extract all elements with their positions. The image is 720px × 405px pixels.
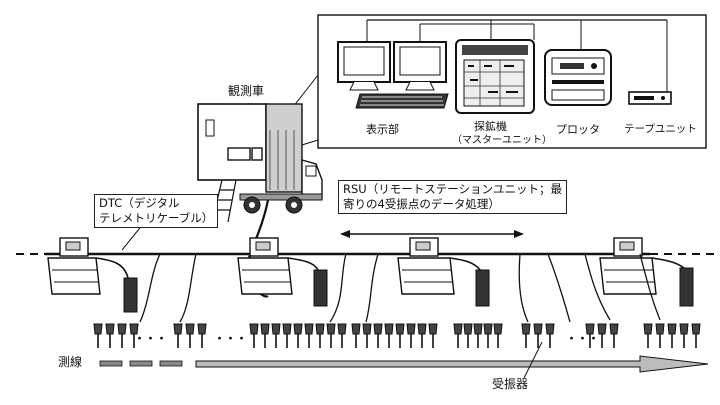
seismograph-sublabel: （マスターユニット）: [452, 135, 552, 146]
dtc-label-line2: テレメトリケーブル）: [99, 211, 214, 225]
tape-unit-label: テープユニット: [624, 123, 697, 135]
geophone: [197, 323, 207, 348]
geophone: [117, 323, 127, 348]
geophone: [533, 323, 543, 348]
geophone: [655, 323, 665, 348]
tape-unit: [628, 91, 672, 105]
geophone: [326, 323, 336, 348]
display-monitors: [337, 41, 449, 109]
geophone: [395, 323, 405, 348]
geophone: [473, 323, 483, 348]
geophone: [585, 323, 595, 348]
geophone: [129, 323, 139, 348]
geophone: [93, 323, 103, 348]
rsu-unit: [599, 237, 694, 307]
rsu-unit: [397, 237, 490, 307]
plotter-label: プロッタ: [556, 123, 600, 136]
rsu-label-line1: RSU（リモートステーションユニット；最: [343, 182, 562, 196]
rsu-unit: [237, 237, 328, 307]
geophone-leader: [523, 341, 543, 379]
geophone: [249, 323, 259, 348]
geophone: [679, 323, 689, 348]
rsu-range-arrow: [340, 230, 524, 238]
geophone: [384, 323, 394, 348]
geophone: [282, 323, 292, 348]
geophone: [337, 323, 347, 348]
vehicle-label: 観測車: [228, 84, 265, 98]
geophone: [293, 323, 303, 348]
geophone: [406, 323, 416, 348]
geophone: [463, 323, 473, 348]
geophone: [315, 323, 325, 348]
geophone-cables: [139, 253, 661, 323]
ellipsis-2: ・・・: [214, 332, 247, 345]
geophone: [428, 323, 438, 348]
geophone: [643, 323, 653, 348]
geophone: [173, 323, 183, 348]
geophone: [483, 323, 493, 348]
geophone: [351, 323, 361, 348]
geophone: [667, 323, 677, 348]
display-label: 表示部: [366, 123, 399, 136]
plotter: [544, 49, 612, 106]
rsu-callout: RSU（リモートステーションユニット；最 寄りの4受振点のデータ処理）: [338, 180, 567, 214]
survey-line-arrow: [99, 355, 709, 373]
geophone: [304, 323, 314, 348]
geophone: [373, 323, 383, 348]
observation-truck: [197, 103, 323, 223]
geophone: [260, 323, 270, 348]
geophone: [271, 323, 281, 348]
seismograph-master-unit: [455, 39, 535, 114]
geophone: [493, 323, 503, 348]
ellipsis-1: ・・・: [134, 332, 167, 345]
geophone: [691, 323, 701, 348]
seismograph-label: 探鉱機: [474, 120, 507, 133]
rsu-label-line2: 寄りの4受振点のデータ処理）: [343, 197, 500, 211]
geophone-label: 受振器: [492, 377, 529, 391]
geophone: [609, 323, 619, 348]
geophone: [362, 323, 372, 348]
geophone: [185, 323, 195, 348]
geophone: [597, 323, 607, 348]
geophone: [545, 323, 555, 348]
survey-line-label: 測線: [58, 355, 83, 369]
dtc-label-line1: DTC（デジタル: [99, 196, 180, 210]
geophone: [453, 323, 463, 348]
dtc-callout: DTC（デジタル テレメトリケーブル）: [94, 194, 219, 228]
ellipsis-3: ・・・: [566, 332, 599, 345]
geophone: [521, 323, 531, 348]
geophone-array: [93, 323, 701, 348]
geophone: [105, 323, 115, 348]
geophone: [417, 323, 427, 348]
rsu-unit: [47, 237, 138, 313]
